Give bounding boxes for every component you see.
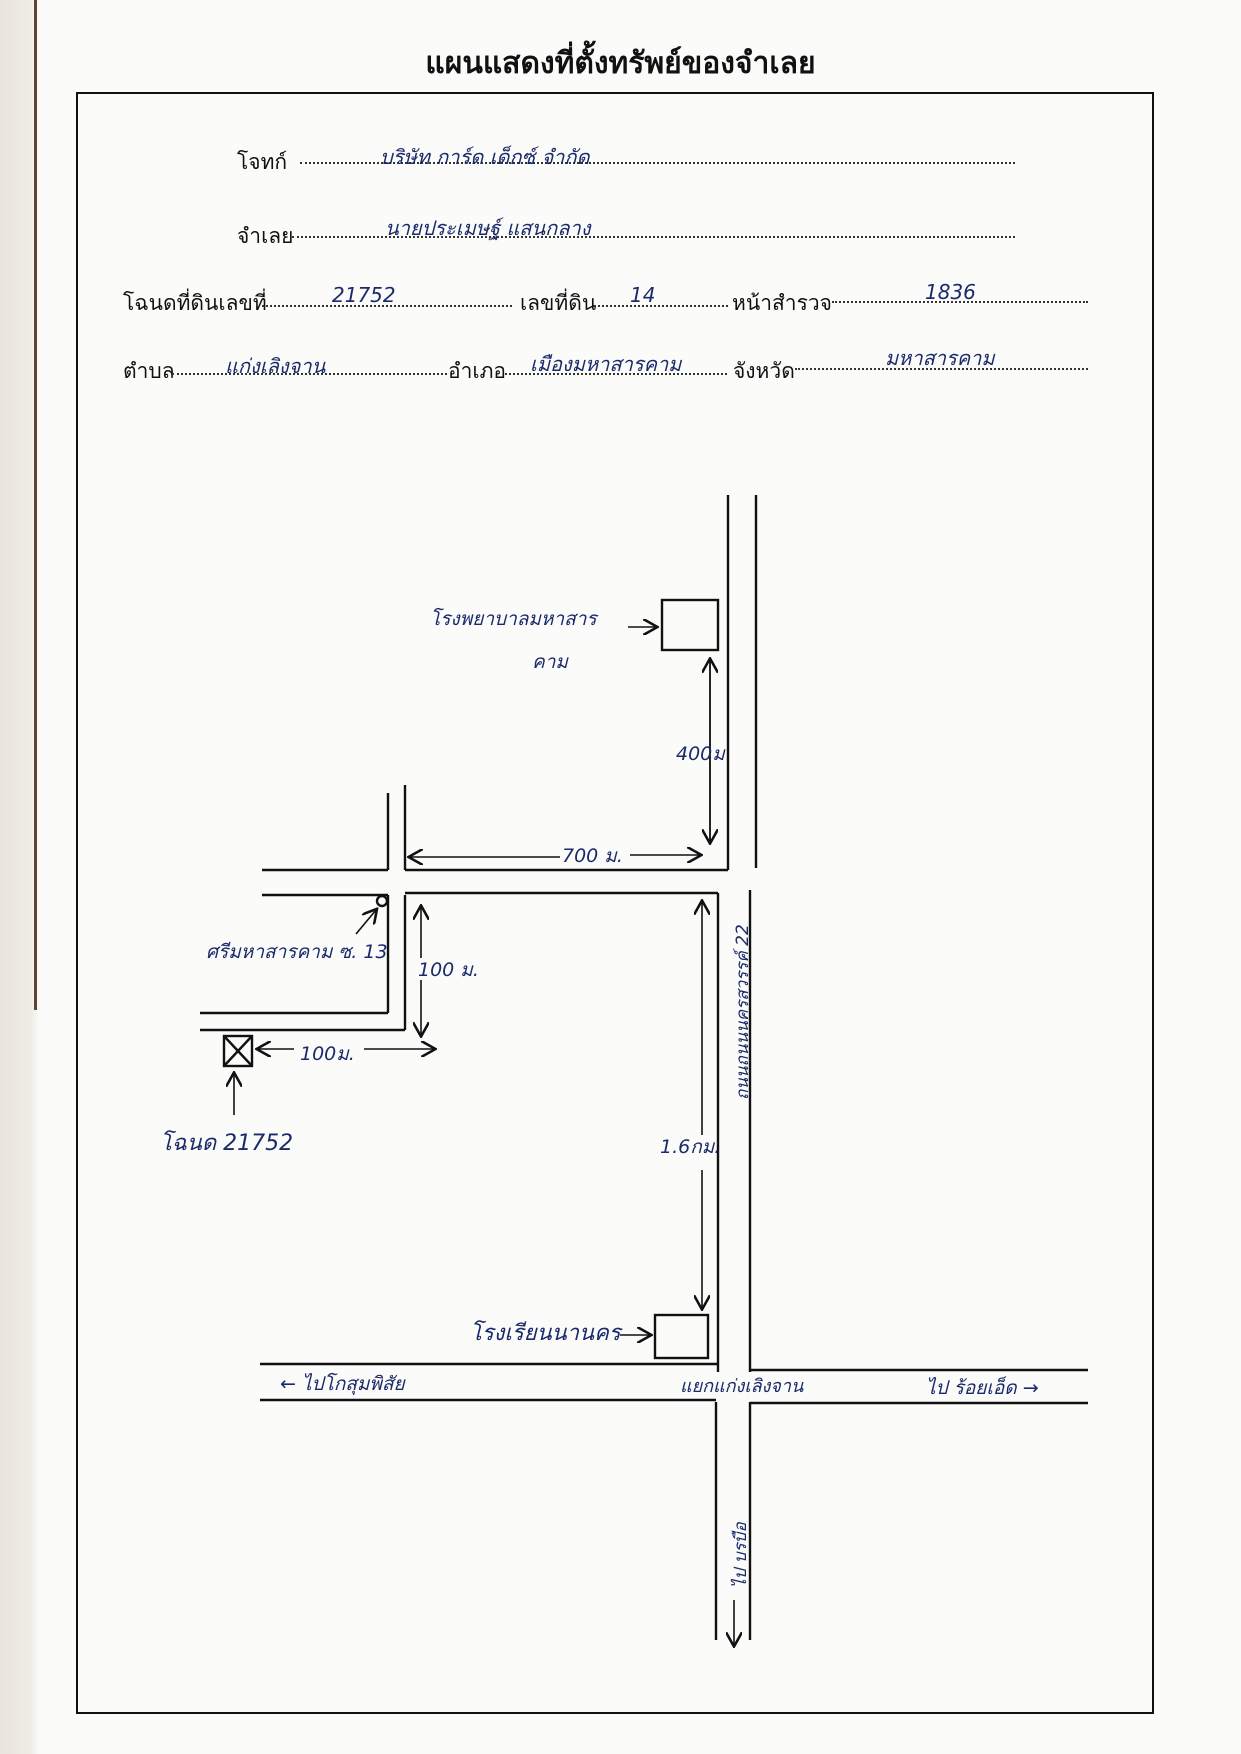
- hospital-label-line1: โรงพยาบาลมหาสาร: [430, 607, 599, 630]
- soi-entrance-point: [375, 894, 389, 908]
- hospital-box: [660, 598, 720, 652]
- page-title: แผนแสดงที่ตั้งทรัพย์ของจำเลย: [425, 46, 816, 81]
- distance-400m: 400ม: [676, 743, 726, 765]
- land-no-value: 14: [630, 283, 656, 307]
- land-no-dotted-line: [594, 305, 728, 307]
- plaintiff-label: โจทก์: [237, 150, 288, 174]
- defendant-dotted-line: [292, 236, 1015, 238]
- land-no-label: เลขที่ดิน: [520, 291, 597, 315]
- deed-dotted-line: [262, 305, 512, 307]
- to-right-label: ไป ร้อยเอ็ด →: [926, 1376, 1039, 1399]
- scan-left-edge: [0, 0, 40, 1754]
- district-value: เมืองมหาสารคาม: [530, 352, 682, 376]
- province-label: จังหวัด: [733, 359, 795, 383]
- to-left-label: ← ไปโกสุมพิสัย: [280, 1372, 407, 1395]
- distance-700m: 700 ม.: [562, 845, 623, 867]
- to-south-label: ไป บรบือ: [730, 1522, 751, 1588]
- school-label: โรงเรียนนานคร: [470, 1320, 624, 1346]
- deed-marker-label: โฉนด 21752: [160, 1130, 293, 1156]
- distance-100m-horizontal: 100ม.: [300, 1043, 355, 1065]
- deed-marker-cross-b: [223, 1035, 253, 1067]
- map-frame: [76, 92, 1154, 1714]
- survey-page-label: หน้าสำรวจ: [732, 291, 832, 315]
- plaintiff-dotted-line: [300, 162, 1015, 164]
- plaintiff-value: บริษัท การ์ด เด็กซ์ จำกัด: [380, 145, 590, 169]
- subdistrict-dotted-line: [172, 373, 447, 375]
- deed-value: 21752: [332, 283, 396, 307]
- subdistrict-value: แก่งเลิงจาน: [225, 354, 326, 378]
- defendant-value: นายประเมษฐ์ แสนกลาง: [385, 216, 591, 240]
- province-dotted-line: [795, 368, 1088, 370]
- district-dotted-line: [505, 373, 727, 375]
- subdistrict-label: ตำบล: [123, 359, 175, 383]
- distance-1-6km: 1.6กม.: [660, 1136, 720, 1158]
- district-label: อำเภอ: [448, 359, 507, 383]
- hospital-label-line2: คาม: [532, 651, 569, 673]
- school-box: [653, 1313, 710, 1360]
- deed-marker-box: [222, 1034, 254, 1068]
- arrow-community-pointer: [355, 910, 376, 935]
- community-label: ศรีมหาสารคาม ซ. 13: [206, 941, 388, 963]
- survey-page-value: 1836: [925, 280, 976, 304]
- scan-binding-line: [34, 0, 37, 1010]
- road-name-label: ถนนถนนนครสวรรค์ 22: [733, 924, 753, 1100]
- junction-label: แยกแก่งเลิงจาน: [680, 1376, 804, 1397]
- deed-label: โฉนดที่ดินเลขที่: [123, 291, 267, 315]
- distance-100m-vertical: 100 ม.: [418, 959, 479, 981]
- survey-page-dotted-line: [832, 301, 1088, 303]
- defendant-label: จำเลย: [237, 224, 294, 248]
- province-value: มหาสารคาม: [885, 346, 995, 370]
